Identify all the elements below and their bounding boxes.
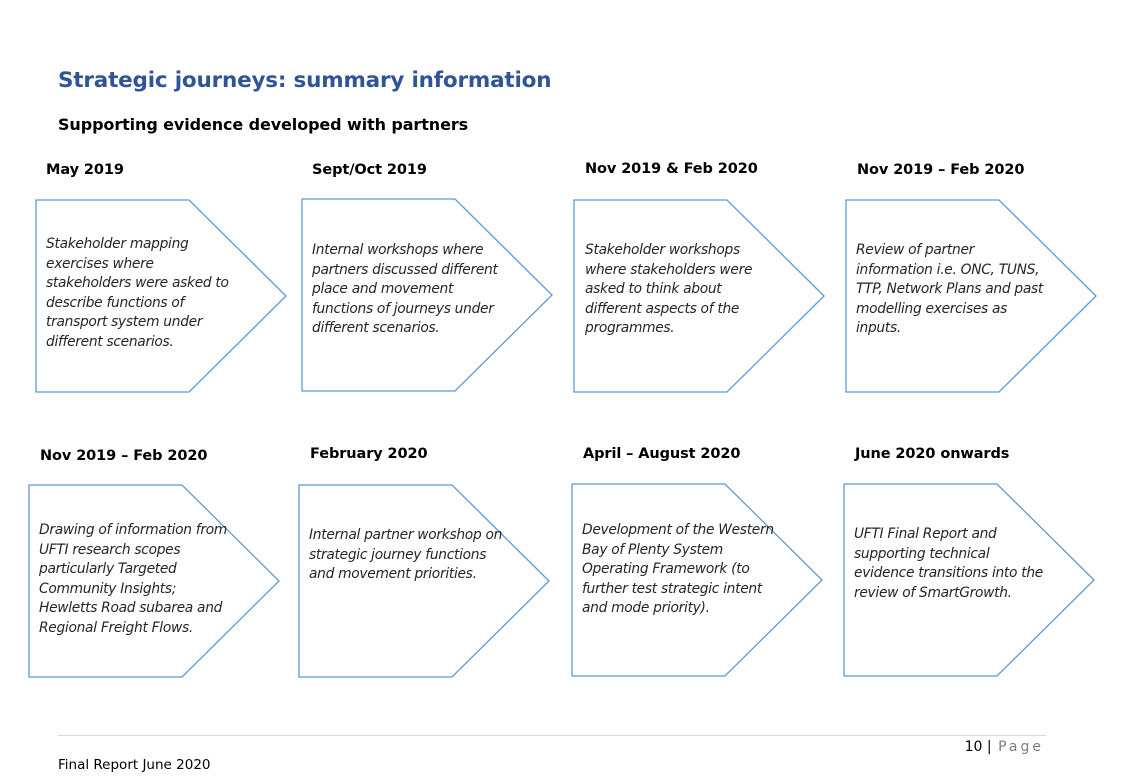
chevron-arrow-shape — [35, 199, 287, 393]
footer-divider — [58, 735, 1046, 736]
chevron-arrow-shape — [571, 483, 823, 677]
footer-report-label: Final Report June 2020 — [58, 757, 211, 773]
card-text: Review of partner information i.e. ONC, … — [856, 242, 1044, 336]
card-text: Development of the Western Bay of Plenty… — [582, 522, 774, 616]
card-date: May 2019 — [46, 162, 124, 178]
card-text: Internal partner workshop on strategic j… — [309, 527, 503, 582]
chevron-arrow-shape — [843, 483, 1095, 677]
card-date: Sept/Oct 2019 — [312, 162, 427, 178]
page-title: Strategic journeys: summary information — [58, 68, 552, 93]
chevron-arrow-shape — [28, 484, 280, 678]
page-subtitle: Supporting evidence developed with partn… — [58, 115, 469, 134]
card-date: April – August 2020 — [583, 446, 741, 462]
chevron-arrow-shape — [845, 199, 1097, 393]
chevron-arrow-shape — [298, 484, 550, 678]
card-text: Stakeholder mapping exercises where stak… — [46, 236, 229, 350]
card-date: February 2020 — [310, 446, 428, 462]
page-label: Page — [998, 739, 1044, 755]
card-text: Internal workshops where partners discus… — [312, 242, 498, 336]
card-text: Drawing of information from UFTI researc… — [39, 522, 228, 636]
page-number-separator: | — [986, 739, 992, 755]
chevron-arrow-shape — [573, 199, 825, 393]
card-date: Nov 2019 – Feb 2020 — [40, 448, 208, 464]
card-text: UFTI Final Report and supporting technic… — [854, 526, 1043, 601]
card-date: June 2020 onwards — [855, 446, 1010, 462]
card-date: Nov 2019 – Feb 2020 — [857, 162, 1025, 178]
card-date: Nov 2019 & Feb 2020 — [585, 161, 758, 177]
chevron-arrow-shape — [301, 198, 553, 392]
page-number: 10 | Page — [965, 739, 1044, 755]
card-text: Stakeholder workshops where stakeholders… — [585, 242, 753, 336]
page-number-value: 10 — [964, 739, 983, 755]
